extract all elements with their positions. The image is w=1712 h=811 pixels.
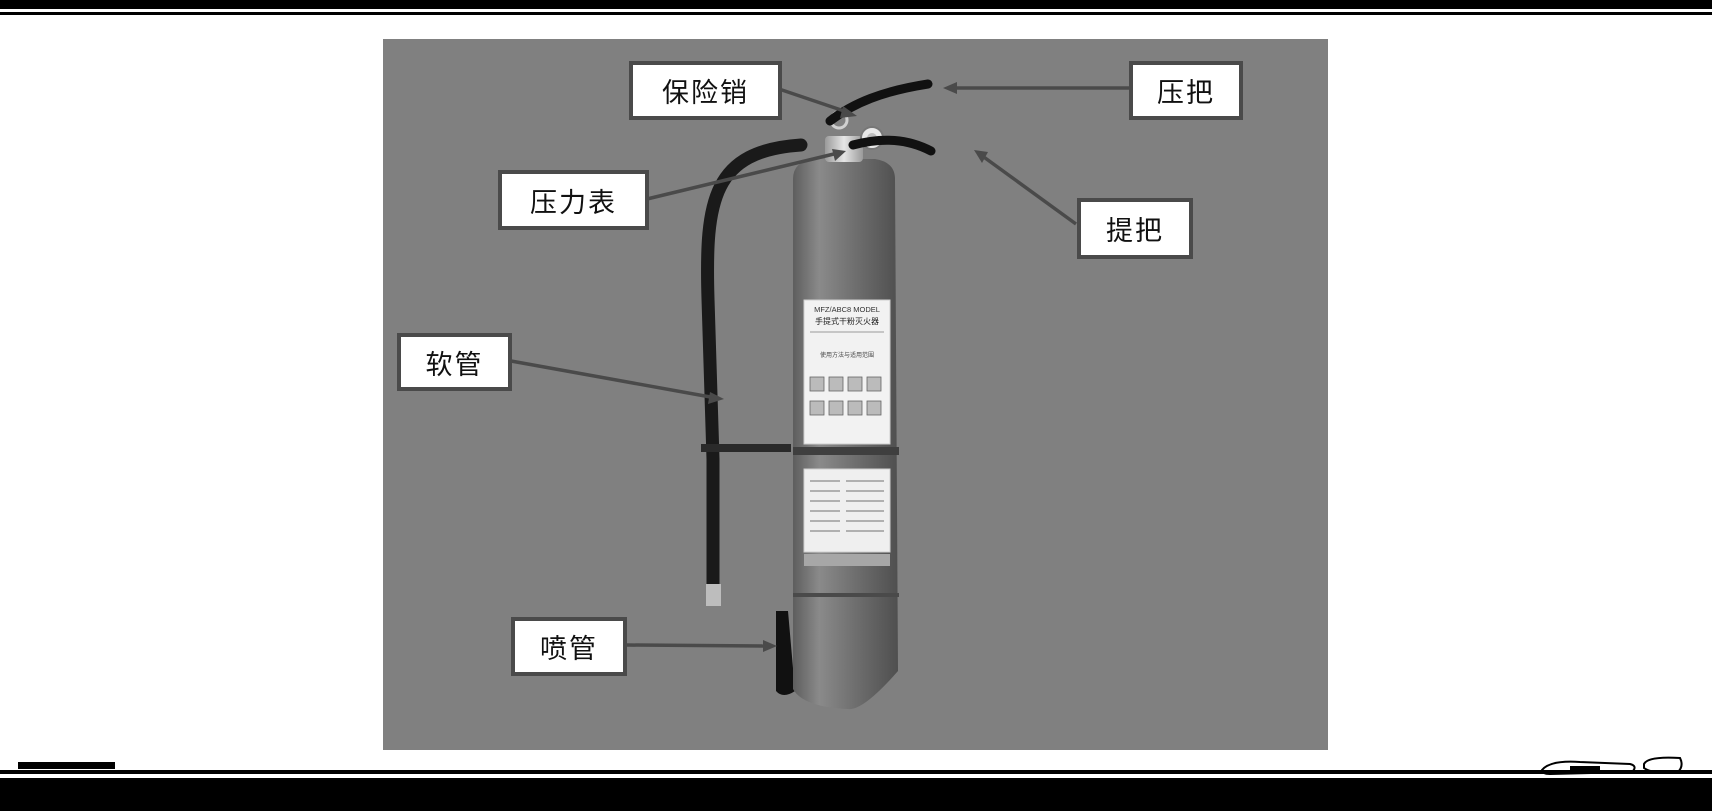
hose-clip [701, 444, 791, 452]
arrowhead [763, 640, 777, 652]
arrowhead [943, 82, 957, 94]
pictogram-row [809, 376, 882, 416]
instruction-label [803, 299, 891, 445]
arrowhead [832, 149, 846, 161]
bottom-rule-thin [0, 770, 1712, 774]
label-safety-pin: 保险销 [629, 61, 782, 120]
usage-heading-text: 使用方法与适用范围 [820, 351, 874, 359]
warning-text-lines [810, 480, 884, 532]
leader-safety-pin [778, 87, 851, 115]
cylinder-band [793, 593, 899, 597]
press-handle [825, 79, 933, 126]
footer-tab-mark [18, 762, 115, 769]
arrowhead [708, 392, 724, 404]
leader-pressure-gauge [646, 151, 839, 201]
footer-right-block [1517, 796, 1651, 811]
product-name-text: 手提式干粉灭火器 [815, 316, 879, 326]
nozzle [776, 611, 795, 695]
model-text: MFZ/ABC8 MODEL [814, 305, 880, 314]
bottom-rule-thick [0, 778, 1712, 811]
label-carry-handle: 提把 [1077, 198, 1193, 259]
hose-ferrule [706, 584, 721, 606]
top-rule-thin [0, 12, 1712, 15]
cylinder-band [793, 447, 899, 455]
label-pressure-gauge: 压力表 [498, 170, 649, 230]
leader-nozzle [626, 643, 770, 648]
label-nozzle: 喷管 [511, 617, 627, 676]
extinguisher-diagram: MFZ/ABC8 MODEL 手提式干粉灭火器 使用方法与适用范围 [510, 79, 1129, 710]
label-hose: 软管 [397, 333, 512, 391]
leader-hose [510, 359, 717, 400]
arrowhead [974, 150, 988, 163]
arrowhead [840, 106, 857, 118]
carry-handle [848, 135, 936, 156]
leader-carry-handle [979, 153, 1078, 226]
hose [701, 138, 808, 606]
label-press-handle: 压把 [1129, 61, 1243, 120]
top-rule-thick [0, 0, 1712, 9]
